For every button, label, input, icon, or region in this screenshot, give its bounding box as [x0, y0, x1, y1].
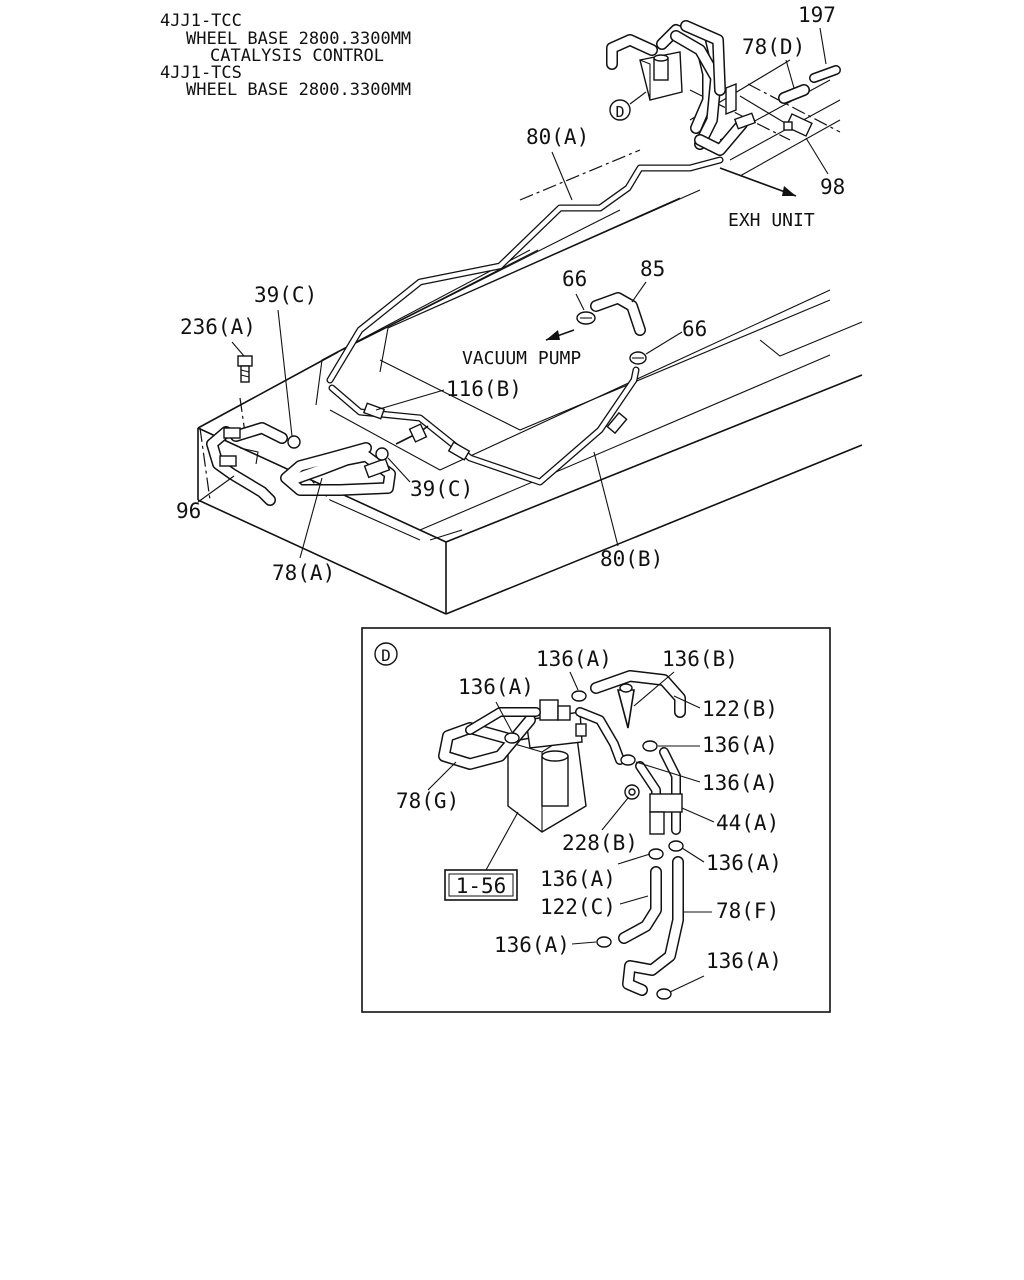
label-136a-7: 136(A) [494, 933, 570, 957]
clamp-66-right [629, 351, 647, 365]
label-78d: 78(D) [742, 35, 805, 59]
header-line-3: CATALYSIS CONTROL [210, 46, 384, 66]
label-ref-1-56: 1-56 [456, 874, 507, 898]
hose-78g [438, 707, 541, 770]
label-78g: 78(G) [396, 789, 459, 813]
label-228b: 228(B) [562, 831, 638, 855]
label-66-right: 66 [682, 317, 707, 341]
bracket-98 [725, 82, 813, 137]
label-136a-4: 136(A) [702, 771, 778, 795]
label-80b: 80(B) [600, 547, 663, 571]
canister-d: D [606, 20, 748, 156]
clamp-39c-bottom [375, 447, 389, 461]
clamp-66-left [576, 311, 596, 325]
label-98: 98 [820, 175, 845, 199]
label-136a-2: 136(A) [458, 675, 534, 699]
hose-78d [778, 84, 810, 104]
header-line-5: WHEEL BASE 2800.3300MM [186, 80, 411, 100]
label-44a: 44(A) [716, 811, 779, 835]
label-78f: 78(F) [716, 899, 779, 923]
label-197: 197 [798, 3, 836, 27]
clip-136b [616, 683, 635, 729]
label-exh-unit: EXH UNIT [728, 210, 815, 231]
hose-85 [590, 292, 646, 336]
hose-122c [618, 866, 662, 944]
clamps-136a [504, 690, 684, 1000]
label-78a: 78(A) [272, 561, 335, 585]
label-136a-5: 136(A) [706, 851, 782, 875]
hose-canister-right [575, 707, 625, 765]
connector-44a [635, 747, 683, 835]
detail-d-marker-main: D [615, 103, 624, 121]
hose-96 [206, 422, 288, 506]
header-line-1: 4JJ1-TCC [160, 11, 242, 31]
detail-d-title: D [381, 646, 391, 665]
label-80a: 80(A) [526, 125, 589, 149]
bolt-236a [237, 355, 253, 383]
ref-box-1-56: 1-56 [444, 811, 519, 901]
label-85: 85 [640, 257, 665, 281]
label-66-left: 66 [562, 267, 587, 291]
arrow-exh-unit [782, 186, 796, 196]
label-96: 96 [176, 499, 201, 523]
label-39c-top: 39(C) [254, 283, 317, 307]
pipe-197 [809, 65, 841, 83]
label-116b: 116(B) [446, 377, 522, 401]
header-line-2: WHEEL BASE 2800.3300MM [186, 29, 411, 49]
arrow-vacuum-pump [546, 330, 560, 340]
label-122b: 122(B) [702, 697, 778, 721]
label-39c-bottom: 39(C) [410, 477, 473, 501]
label-136a-6: 136(A) [540, 867, 616, 891]
label-236a: 236(A) [180, 315, 256, 339]
header-line-4: 4JJ1-TCS [160, 63, 242, 83]
main-labels: 197 78(D) 80(A) 98 EXH UNIT 66 85 66 VAC… [176, 3, 845, 585]
label-136a-3: 136(A) [702, 733, 778, 757]
bracket-116b [395, 423, 429, 445]
label-136b: 136(B) [662, 647, 738, 671]
label-136a-8: 136(A) [706, 949, 782, 973]
detail-d-view: D [361, 627, 831, 1013]
label-136a-1: 136(A) [536, 647, 612, 671]
hose-78f [622, 856, 684, 996]
label-122c: 122(C) [540, 895, 616, 919]
pipe-80b [328, 366, 640, 486]
clamp-39c-top [287, 435, 301, 449]
label-vacuum-pump: VACUUM PUMP [462, 348, 581, 369]
hose-78a [280, 442, 396, 496]
pipe-80a [326, 156, 724, 384]
bolt-228b [624, 784, 640, 800]
header-block: 4JJ1-TCC WHEEL BASE 2800.3300MM CATALYSI… [160, 11, 411, 100]
